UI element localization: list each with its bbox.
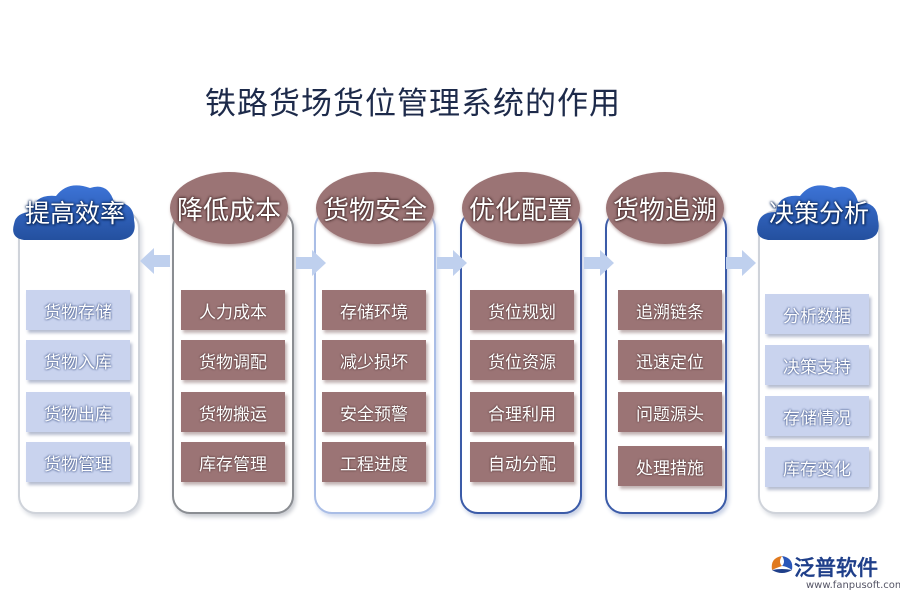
list-item: 人力成本: [181, 290, 285, 330]
arrow-right-icon: [296, 250, 326, 276]
cloud-icon: [757, 185, 879, 240]
arrow-right-icon: [437, 250, 467, 276]
page-title: 铁路货场货位管理系统的作用: [205, 86, 621, 122]
list-item: 追溯链条: [618, 290, 722, 330]
column-heading: 优化配置: [462, 172, 580, 244]
list-item: 货物管理: [26, 442, 130, 482]
list-item: 存储情况: [765, 396, 869, 436]
list-item: 自动分配: [470, 442, 574, 482]
list-item: 分析数据: [765, 294, 869, 334]
logo-mark-icon: [771, 556, 793, 573]
column-heading: 货物追溯: [606, 172, 724, 244]
list-item: 安全预警: [322, 392, 426, 432]
list-item: 货物出库: [26, 392, 130, 432]
column-heading: 决策分析: [768, 199, 869, 228]
arrow-right-icon: [584, 250, 614, 276]
column-heading: 货物安全: [316, 172, 434, 244]
list-item: 货物调配: [181, 340, 285, 380]
brand-logo: 泛普软件 www.fanpusoft.com: [768, 552, 900, 596]
list-item: 货物搬运: [181, 392, 285, 432]
list-item: 库存变化: [765, 447, 869, 487]
list-item: 决策支持: [765, 345, 869, 385]
list-item: 迅速定位: [618, 340, 722, 380]
arrow-left-icon: [140, 248, 170, 274]
list-item: 处理措施: [618, 446, 722, 486]
list-item: 减少损坏: [322, 340, 426, 380]
list-item: 存储环境: [322, 290, 426, 330]
list-item: 工程进度: [322, 442, 426, 482]
list-item: 问题源头: [618, 392, 722, 432]
list-item: 库存管理: [181, 442, 285, 482]
list-item: 货物入库: [26, 340, 130, 380]
logo-url: www.fanpusoft.com: [806, 580, 900, 591]
cloud-icon: [13, 185, 135, 240]
column-heading: 降低成本: [170, 172, 288, 244]
heading-cloud-efficiency: 提高效率: [10, 178, 140, 254]
column-heading: 提高效率: [24, 199, 125, 228]
list-item: 货位资源: [470, 340, 574, 380]
logo-name: 泛普软件: [794, 556, 878, 580]
list-item: 货物存储: [26, 290, 130, 330]
list-item: 货位规划: [470, 290, 574, 330]
heading-cloud-decision: 决策分析: [754, 178, 884, 254]
list-item: 合理利用: [470, 392, 574, 432]
arrow-right-icon: [726, 250, 756, 276]
